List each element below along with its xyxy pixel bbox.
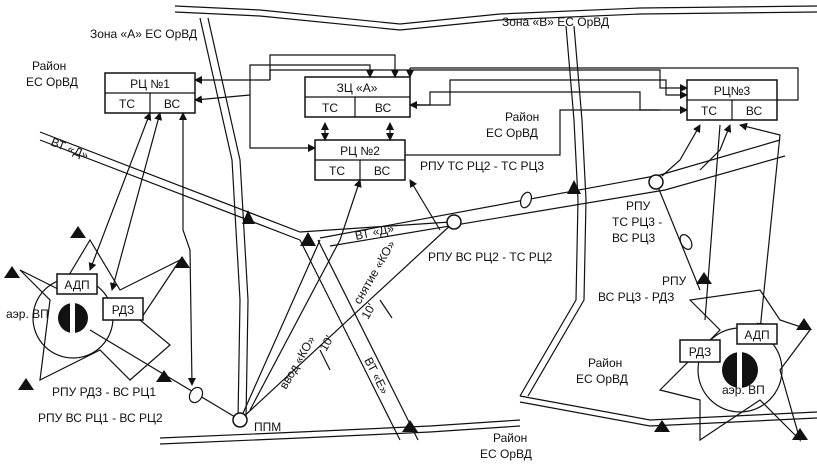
rc2-title: РЦ №2 xyxy=(340,144,380,158)
ten-b: 10' xyxy=(358,301,378,322)
distance-markers: 10' 10' xyxy=(316,299,393,371)
zc-tc: ТС xyxy=(322,101,338,115)
rc3-vc: ВС xyxy=(746,104,763,118)
district-right-1: Район xyxy=(588,356,622,370)
airway-vt-e: ВТ «Е» xyxy=(361,355,391,397)
rpu-vs-rc1-vs-rc2: РПУ ВС РЦ1 - ВС РЦ2 xyxy=(38,411,163,425)
waypoint-triangle xyxy=(402,420,418,432)
rpu-tc-rc2-tc-rc3: РПУ ТС РЦ2 - ТС РЦ3 xyxy=(420,159,544,173)
rpu-ellipse xyxy=(188,386,204,404)
rpu-vc-rc2-tc-rc2: РПУ ВС РЦ2 - ТС РЦ2 xyxy=(428,250,553,264)
ten-a: 10' xyxy=(316,333,336,354)
center-zc: ЗЦ «А» ТС ВС xyxy=(304,76,411,118)
waypoint-triangle xyxy=(654,420,670,432)
rpu-ellipse xyxy=(679,234,693,250)
zone-boundaries xyxy=(159,5,817,445)
airport-left: АДП РДЗ аэр. ВП xyxy=(6,238,182,382)
waypoint-triangle xyxy=(156,370,172,382)
rpu-point xyxy=(648,174,664,190)
rc3-tc: ТС xyxy=(701,104,717,118)
center-rc3: РЦ№3 ТС ВС xyxy=(686,79,778,121)
ppm-label: ППМ xyxy=(254,420,281,434)
airway-vt-d-mid: ВТ «Д» xyxy=(354,221,396,243)
district-right-2: ЕС ОрВД xyxy=(576,372,628,386)
rpu-vs-rc3-1: РПУ xyxy=(662,274,687,288)
rpu-rdz-vs-rc1: РПУ РДЗ - ВС РЦ1 xyxy=(52,385,156,399)
zone-a-label: Зона «А» ЕС ОрВД xyxy=(90,27,197,41)
airport-right-name: аэр. ВП xyxy=(722,383,765,397)
district-top-left-1: Район xyxy=(32,59,66,73)
zc-title: ЗЦ «А» xyxy=(337,81,378,95)
airport-left-rdz: РДЗ xyxy=(112,303,135,317)
rc1-tc: ТС xyxy=(119,97,135,111)
district-top-left-2: ЕС ОрВД xyxy=(26,75,78,89)
airport-right-rdz: РДЗ xyxy=(689,345,712,359)
center-rc2: РЦ №2 ТС ВС xyxy=(314,139,406,181)
rc3-title: РЦ№3 xyxy=(714,84,751,98)
zone-b-label: Зона «В» ЕС ОрВД xyxy=(502,15,609,29)
zc-vc: ВС xyxy=(375,101,392,115)
center-connections xyxy=(194,54,799,156)
waypoint-triangle xyxy=(300,232,316,246)
comm-lines xyxy=(88,112,781,411)
waypoint-triangle xyxy=(4,266,20,278)
waypoint-triangle xyxy=(792,428,808,440)
airport-right-adp: АДП xyxy=(744,328,769,342)
rpu-point xyxy=(446,214,462,230)
district-bottom-1: Район xyxy=(493,431,527,445)
waypoint-triangle xyxy=(242,210,255,224)
district-center-1: Район xyxy=(505,110,539,124)
district-center-2: ЕС ОрВД xyxy=(486,126,538,140)
waypoint-triangle xyxy=(567,180,581,194)
center-rc1: РЦ №1 ТС ВС xyxy=(104,72,196,114)
rc1-vc: ВС xyxy=(164,97,181,111)
waypoint-triangle xyxy=(18,378,34,390)
waypoint-triangle xyxy=(696,272,712,284)
rpu-right-3: ВС РЦ3 xyxy=(612,231,655,245)
rpu-ellipse xyxy=(519,191,533,209)
points-circles xyxy=(188,174,693,428)
vvod-ko-label: ввод «КО» xyxy=(276,333,318,391)
ppm-point xyxy=(232,412,248,428)
airport-left-adp: АДП xyxy=(64,278,89,292)
rc2-tc: ТС xyxy=(329,164,345,178)
rpu-vs-rc3-2: ВС РЦ3 - РДЗ xyxy=(598,290,674,304)
rpu-right-1: РПУ xyxy=(626,199,651,213)
rpu-right-2: ТС РЦ3 - xyxy=(612,215,662,229)
rc1-title: РЦ №1 xyxy=(130,77,170,91)
airport-left-name: аэр. ВП xyxy=(6,307,49,321)
rc2-vc: ВС xyxy=(374,164,391,178)
airport-right: АДП РДЗ аэр. ВП xyxy=(658,289,811,443)
airway-vt-d-left: ВТ «Д» xyxy=(49,135,91,163)
district-bottom-2: ЕС ОрВД xyxy=(480,447,532,461)
waypoint-triangle xyxy=(70,226,86,238)
